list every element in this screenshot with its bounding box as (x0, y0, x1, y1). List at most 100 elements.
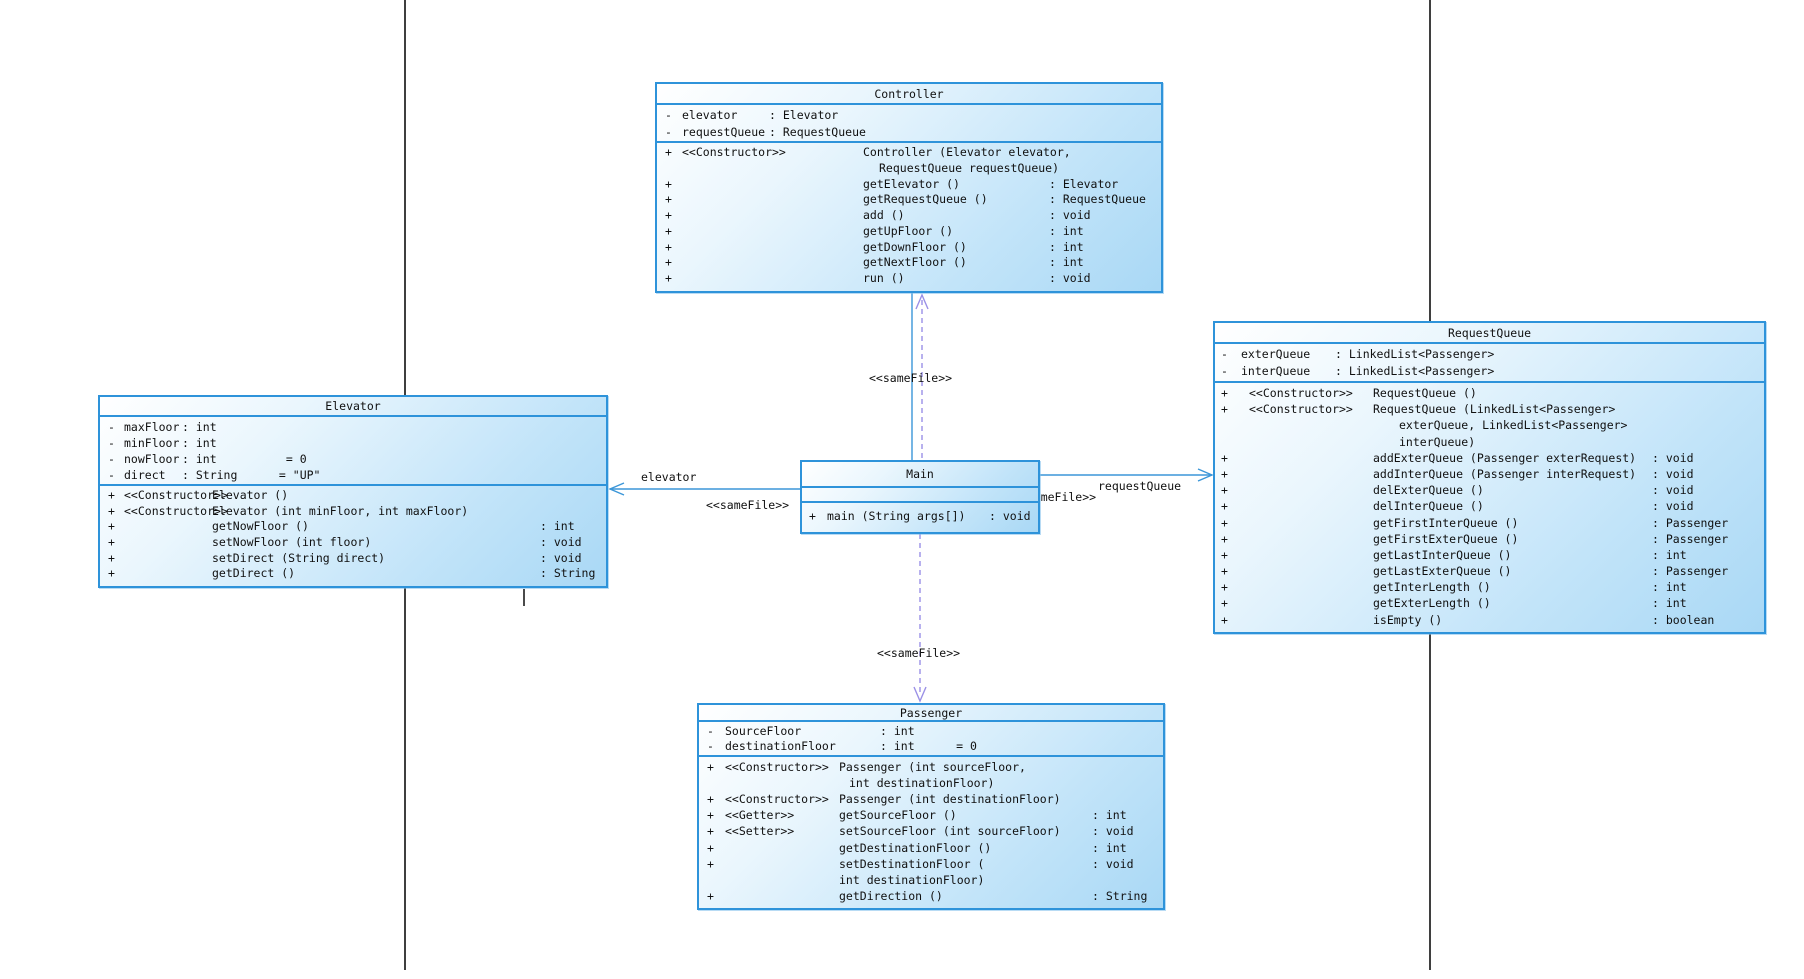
method-row: +addInterQueue (Passenger interRequest):… (1215, 466, 1764, 482)
member-type: : int (182, 420, 217, 434)
class-controller[interactable]: Controller-elevator: Elevator-requestQue… (655, 82, 1163, 293)
open-arrowhead-up-icon (915, 293, 929, 310)
class-title-passenger: Passenger (699, 705, 1163, 722)
class-title-controller: Controller (657, 84, 1161, 105)
method-row: +main (String args[]): void (802, 505, 1038, 528)
member-type: : void (1652, 499, 1694, 514)
member-name: RequestQueue () (1373, 386, 1477, 400)
member-name: RequestQueue (LinkedList<Passenger> (1373, 402, 1616, 417)
visibility-marker: + (1221, 547, 1228, 562)
dependency-main-controller[interactable] (915, 293, 929, 460)
member-type: : int (1652, 580, 1687, 595)
attribute-row: -SourceFloor: int (699, 724, 1163, 739)
visibility-marker: + (1221, 612, 1228, 627)
stereotype: <<Constructor>> (682, 145, 786, 159)
visibility-marker: + (1221, 564, 1228, 579)
member-name: exterQueue (1241, 347, 1311, 361)
visibility-marker: + (108, 488, 115, 502)
attributes-compartment (802, 488, 1038, 503)
method-row: +<<Constructor>>Elevator () (100, 488, 606, 504)
stereotype: <<Getter>> (725, 808, 795, 823)
method-row: +<<Constructor>>RequestQueue (LinkedList… (1215, 401, 1764, 417)
method-row: +setNowFloor (int floor): void (100, 535, 606, 551)
visibility-marker: - (1221, 347, 1228, 361)
member-name: getLastInterQueue () (1373, 547, 1512, 562)
attributes-compartment: -elevator: Elevator-requestQueue: Reques… (657, 105, 1161, 143)
member-name: delExterQueue () (1373, 483, 1484, 498)
member-name: nowFloor (124, 452, 180, 466)
stereotype: <<Constructor>> (725, 792, 829, 807)
member-type: : int (1049, 239, 1084, 254)
member-name: getDirect () (212, 566, 296, 581)
member-name: direct (124, 468, 166, 482)
method-row: +<<Constructor>>Passenger (int sourceFlo… (699, 759, 1163, 775)
class-title-elevator: Elevator (100, 397, 606, 417)
member-name: delInterQueue () (1373, 499, 1484, 514)
member-type: : void (1652, 483, 1694, 498)
visibility-marker: + (665, 255, 672, 270)
method-row: +<<Constructor>>Controller (Elevator ele… (657, 145, 1161, 161)
member-name: getLastExterQueue () (1373, 564, 1512, 579)
member-name: elevator (682, 108, 738, 122)
member-continuation: exterQueue, LinkedList<Passenger> (1399, 418, 1628, 433)
member-name: Elevator (int minFloor, int maxFloor) (212, 503, 469, 518)
member-type: : Passenger (1652, 564, 1729, 579)
member-name: add () (863, 208, 905, 223)
method-row: + getLastExterQueue () : Passenger (1215, 563, 1764, 579)
connector-label-samefile-main-passenger[interactable]: <<sameFile>> (877, 646, 961, 660)
member-name: getFirstInterQueue () (1373, 515, 1519, 530)
methods-compartment: +<<Constructor>>Elevator ()+<<Constructo… (100, 486, 606, 586)
attribute-row: -maxFloor: int (100, 419, 606, 435)
attribute-row: -destinationFloor: int = 0 (699, 739, 1163, 754)
member-type: : int (1652, 596, 1687, 611)
connector-label-elevator-role[interactable]: elevator (641, 470, 697, 484)
dependency-main-passenger[interactable] (913, 534, 927, 703)
method-row: +<<Constructor>>Passenger (int destinati… (699, 791, 1163, 807)
member-type: : Passenger (1652, 515, 1729, 530)
member-type: : RequestQueue (769, 124, 866, 139)
visibility-marker: + (707, 824, 714, 839)
method-row: +<<Getter>>getSourceFloor (): int (699, 807, 1163, 823)
visibility-marker: - (108, 468, 115, 482)
visibility-marker: + (1221, 515, 1228, 530)
member-continuation: interQueue) (1399, 434, 1476, 449)
member-type: : int (1092, 808, 1127, 823)
connector-label-samefile-main-elevator[interactable]: <<sameFile>> (706, 498, 790, 512)
member-type: : void (540, 550, 582, 565)
methods-compartment: +main (String args[]): void (802, 503, 1038, 532)
attributes-compartment: -maxFloor: int-minFloor: int-nowFloor: i… (100, 417, 606, 486)
method-row: +<<Constructor>>RequestQueue () (1215, 385, 1764, 401)
class-requestqueue[interactable]: RequestQueue-exterQueue: LinkedList<Pass… (1213, 321, 1766, 634)
attribute-row: -direct : String = "UP" (100, 467, 606, 483)
connector-label-requestqueue-role[interactable]: requestQueue (1098, 479, 1182, 493)
visibility-marker: + (665, 192, 672, 207)
methods-compartment: +<<Constructor>>Passenger (int sourceFlo… (699, 757, 1163, 908)
connector-label-samefile-main-controller[interactable]: <<sameFile>> (869, 371, 953, 385)
class-elevator[interactable]: Elevator-maxFloor: int-minFloor: int-now… (98, 395, 608, 588)
visibility-marker: + (665, 239, 672, 254)
class-main[interactable]: Main+main (String args[]): void (800, 460, 1040, 534)
member-name: getInterLength () (1373, 580, 1491, 595)
visibility-marker: + (1221, 580, 1228, 595)
class-passenger[interactable]: Passenger -SourceFloor: int-destinationFl… (697, 703, 1165, 910)
stereotype: <<Constructor>> (124, 488, 228, 502)
member-type: : void (1652, 466, 1694, 481)
member-type: : void (989, 509, 1031, 523)
visibility-marker: + (108, 519, 115, 534)
visibility-marker: + (1221, 499, 1228, 514)
method-row: +getDownFloor (): int (657, 240, 1161, 256)
member-type: : Passenger (1652, 531, 1729, 546)
member-type: : int (540, 519, 575, 534)
visibility-marker: + (707, 856, 714, 871)
method-row: interQueue) (1215, 434, 1764, 450)
method-row: int destinationFloor) (699, 872, 1163, 888)
member-name: getElevator () (863, 176, 960, 191)
visibility-marker: + (108, 534, 115, 549)
visibility-marker: + (108, 566, 115, 581)
member-name: getExterLength () (1373, 596, 1491, 611)
member-name: Passenger (int destinationFloor) (839, 792, 1061, 807)
member-type: : Elevator (1049, 176, 1119, 191)
member-type: : String = "UP" (182, 468, 321, 482)
method-row: +setDestinationFloor (: void (699, 856, 1163, 872)
member-type: : void (540, 534, 582, 549)
